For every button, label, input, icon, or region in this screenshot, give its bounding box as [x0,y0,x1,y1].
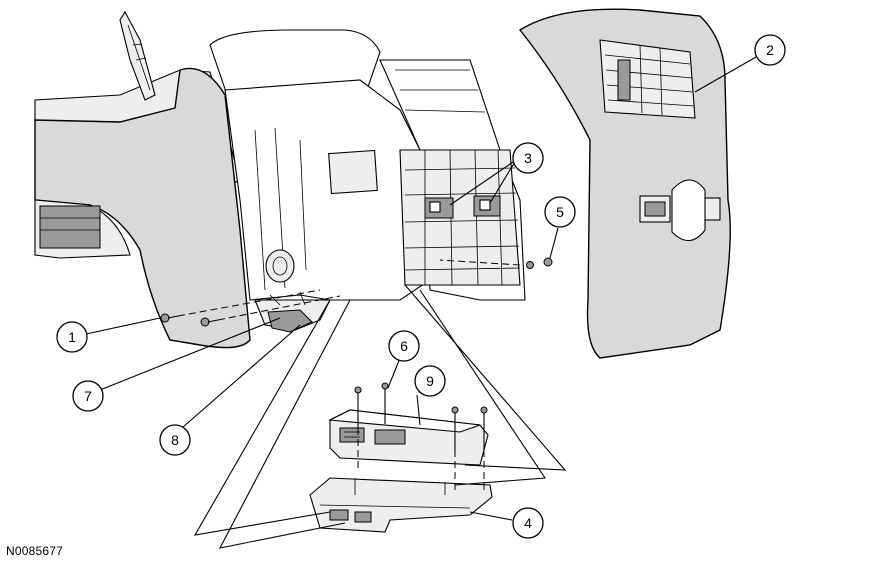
callout-label: 7 [84,388,92,404]
callout-9: 9 [414,365,446,397]
assembly-lines [177,259,567,549]
callout-label: 5 [556,204,564,220]
rear-console-trim-panel [518,8,731,359]
figure-id-label: N0085677 [6,544,63,558]
callout-4: 4 [512,507,544,539]
callout-label: 8 [171,432,179,448]
callout-label: 4 [524,515,532,531]
callout-5: 5 [544,196,576,228]
callout-label: 1 [68,329,76,345]
callout-2: 2 [754,34,786,66]
callout-6: 6 [388,330,420,362]
callout-label: 3 [524,150,532,166]
callout-label: 9 [426,373,434,389]
console-side-panel [34,10,251,349]
module-bracket [309,477,493,533]
callout-label: 2 [766,42,774,58]
console-body [209,29,526,333]
callout-1: 1 [56,321,88,353]
electronic-module [328,409,489,466]
callout-3: 3 [512,142,544,174]
leader-lines [85,56,757,521]
screws [160,257,553,450]
callout-8: 8 [159,424,191,456]
callout-7: 7 [72,380,104,412]
callout-label: 6 [400,338,408,354]
